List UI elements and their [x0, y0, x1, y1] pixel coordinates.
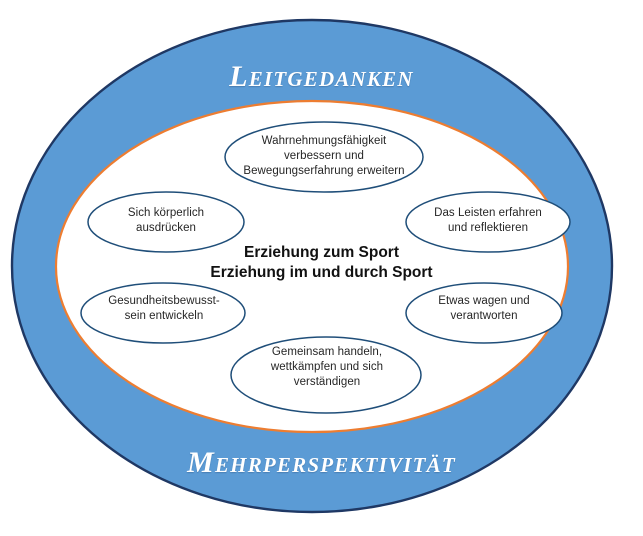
perspective-ellipse-gesundheit[interactable] [80, 282, 246, 344]
perspective-ellipse-wahrnehmung[interactable] [224, 121, 424, 193]
perspective-label-ausdruck: Sich körperlich ausdrücken [127, 207, 205, 234]
perspective-label-gesundheit: Gesundheitsbewusst- sein entwickeln [108, 295, 220, 322]
inner-white-ellipse [54, 99, 570, 434]
perspective-ellipse-leistung[interactable] [405, 191, 571, 253]
perspective-ellipse-wagnis[interactable] [405, 282, 563, 344]
band-title-top: Leitgedanken [229, 60, 414, 93]
center-statement: Erziehung zum Sport Erziehung im und dur… [210, 244, 433, 281]
perspective-ellipse-ausdruck[interactable] [87, 191, 245, 253]
perspective-label-leistung: Das Leisten erfahren und reflektieren [434, 207, 542, 234]
band-title-bottom: Mehrperspektivität [187, 446, 456, 479]
perspective-ellipse-kooperation[interactable] [230, 336, 422, 414]
perspective-label-wahrnehmung: Wahrnehmungsfähigkeit verbessern und Bew… [243, 135, 405, 177]
perspective-label-kooperation: Gemeinsam handeln, wettkämpfen und sich … [270, 346, 384, 388]
perspective-label-wagnis: Etwas wagen und verantworten [438, 295, 530, 322]
